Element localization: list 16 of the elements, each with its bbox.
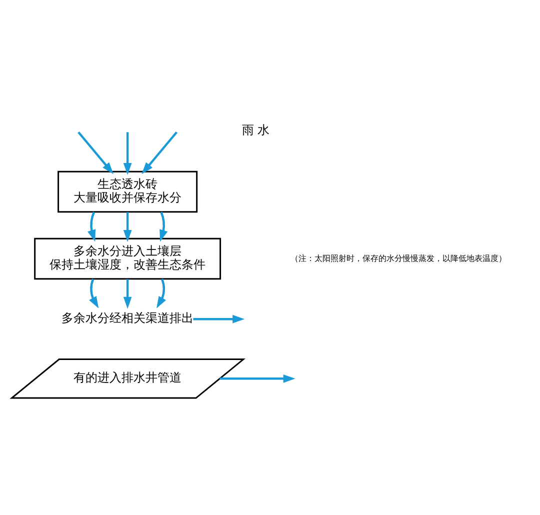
node-box: 生态透水砖 大量吸收并保存水分 — [58, 170, 198, 212]
arrow — [156, 278, 166, 308]
label: （注：太阳照射时，保存的水分慢慢蒸发，以降低地表温度） — [290, 252, 507, 262]
arrow — [220, 374, 296, 382]
node-text: 多余水分经相关渠道排出 — [62, 310, 194, 324]
arrow — [123, 278, 132, 308]
arrow — [123, 212, 132, 242]
arrow — [78, 130, 114, 174]
arrow — [123, 132, 132, 174]
arrow — [142, 130, 178, 174]
arrow — [160, 211, 168, 242]
arrow — [88, 211, 96, 242]
arrow — [193, 314, 245, 323]
arrow — [89, 278, 99, 308]
node-box: 多余水分进入土壤层 保持土壤湿度，改善生态条件 — [34, 237, 222, 280]
label: 雨 水 — [242, 122, 270, 137]
